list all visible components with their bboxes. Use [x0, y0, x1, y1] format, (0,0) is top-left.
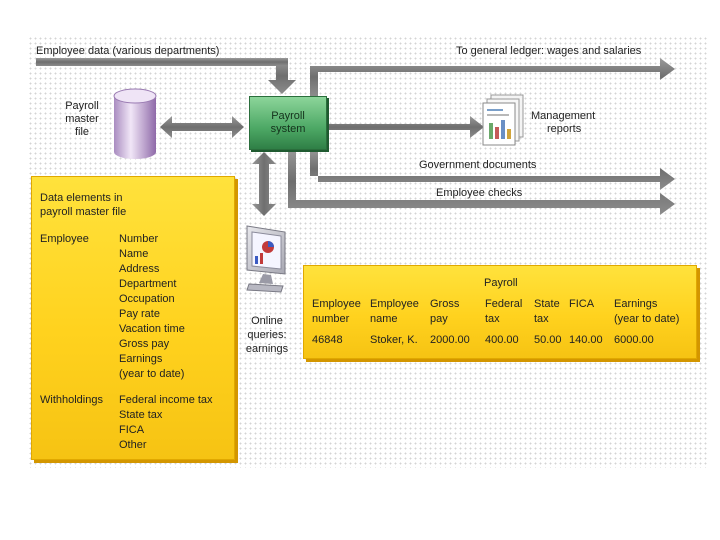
group-name-withholdings: Withholdings — [40, 394, 103, 406]
payroll-system-label-line: system — [270, 123, 306, 135]
column-header-line: (year to date) — [614, 313, 680, 325]
online-queries-label: Online queries: earnings — [244, 314, 290, 356]
management-reports-label: Management reports — [531, 110, 595, 136]
column-header-line: FICA — [569, 298, 595, 310]
column-header-line: number — [312, 313, 350, 325]
table-cell: 6000.00 — [614, 334, 654, 346]
column-header-line: State — [534, 298, 560, 310]
computer-monitor-icon — [246, 225, 286, 293]
government-documents-label: Government documents — [419, 159, 537, 171]
element-item: Occupation — [119, 293, 175, 305]
panel-title-line: payroll master file — [40, 206, 127, 218]
table-cell: Stoker, K. — [370, 334, 418, 346]
column-header-line: Earnings — [614, 298, 658, 310]
element-item: Other — [119, 439, 147, 451]
data-elements-panel: Data elements in payroll master file Emp… — [31, 176, 235, 460]
element-item: Federal income tax — [119, 394, 213, 406]
element-item: Department — [119, 278, 177, 290]
arrow-employee-data-bar — [36, 58, 288, 66]
column-header-line: name — [370, 313, 398, 325]
arrow-checks — [288, 148, 675, 215]
element-item: State tax — [119, 409, 163, 421]
panel-title-line: Data elements in — [40, 192, 123, 204]
column-header-line: pay — [430, 313, 448, 325]
arrow-master-file-system — [160, 116, 244, 138]
element-item: Number — [119, 233, 159, 245]
table-cell: 2000.00 — [430, 334, 470, 346]
online-queries-label-line: Online — [251, 315, 283, 327]
management-reports-label-line: reports — [547, 123, 582, 135]
management-reports-label-line: Management — [531, 110, 596, 122]
table-cell: 46848 — [312, 334, 343, 346]
group-name-employee: Employee — [40, 233, 89, 245]
arrow-online-queries — [252, 152, 276, 216]
element-item: Name — [119, 248, 149, 260]
online-queries-label-line: earnings — [245, 343, 289, 355]
table-cell: 50.00 — [534, 334, 562, 346]
column-header-line: tax — [485, 313, 500, 325]
column-header-line: Employee — [312, 298, 361, 310]
master-file-label-line: master — [65, 113, 99, 125]
element-item: FICA — [119, 424, 145, 436]
column-header-line: Employee — [370, 298, 419, 310]
column-header: State tax — [534, 297, 560, 327]
element-item: Pay rate — [119, 308, 160, 320]
online-queries-label-line: queries: — [247, 329, 287, 341]
reports-stack-icon — [482, 94, 524, 146]
payroll-system-label-line: Payroll — [271, 110, 305, 122]
column-header: Gross pay — [430, 297, 459, 327]
table-cell: 140.00 — [569, 334, 603, 346]
employee-data-label: Employee data (various departments) — [36, 45, 220, 57]
column-header-line: Gross — [430, 298, 460, 310]
column-header: Earnings (year to date) — [614, 297, 679, 327]
general-ledger-label: To general ledger: wages and salaries — [456, 45, 642, 57]
column-header-line: Federal — [485, 298, 523, 310]
column-header: Employee number — [312, 297, 361, 327]
column-header: FICA — [569, 297, 594, 312]
master-file-label: Payroll master file — [62, 100, 102, 139]
master-file-label-line: Payroll — [65, 100, 99, 112]
element-item: Address — [119, 263, 160, 275]
payroll-record-panel: Payroll Employee number Employee name Gr… — [303, 265, 697, 359]
payroll-record-title: Payroll — [484, 277, 518, 289]
column-header-line: tax — [534, 313, 549, 325]
arrow-to-reports — [326, 116, 484, 138]
arrow-government — [310, 148, 675, 190]
column-header: Employee name — [370, 297, 419, 327]
payroll-system-box: Payroll system — [249, 96, 327, 150]
arrow-general-ledger — [310, 58, 675, 96]
employee-checks-label: Employee checks — [436, 187, 523, 199]
element-item: Earnings — [119, 353, 163, 365]
column-header: Federal tax — [485, 297, 522, 327]
master-file-label-line: file — [74, 126, 90, 138]
element-item: Gross pay — [119, 338, 170, 350]
table-cell: 400.00 — [485, 334, 519, 346]
element-item: Vacation time — [119, 323, 185, 335]
element-item: (year to date) — [119, 368, 185, 380]
database-cylinder-icon — [113, 88, 157, 159]
